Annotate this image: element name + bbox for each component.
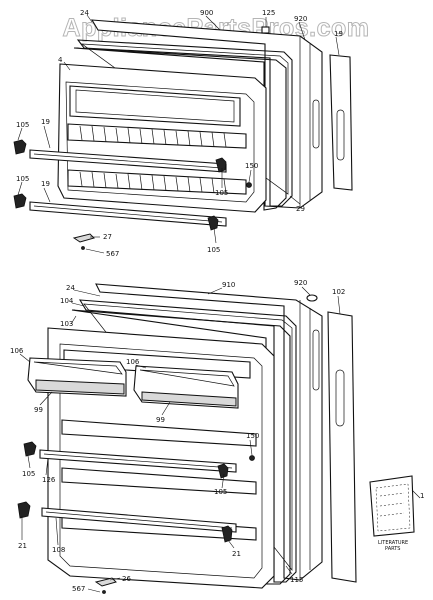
fresh-food-callout-labels: 910 920 102 24 104 103 106 106 99 99 105… <box>10 279 424 593</box>
bar-end-cap-105-a <box>13 139 27 155</box>
callout-104: 104 <box>60 297 74 305</box>
dairy-bin-left <box>27 357 127 397</box>
outer-door-panel-910 <box>95 283 323 581</box>
screw-567 <box>81 246 85 250</box>
bar-end-cap-105-d <box>207 215 219 231</box>
shelf-grid-lower <box>67 169 247 195</box>
handle-recess <box>312 99 320 149</box>
bar-end-cap-21-b <box>221 525 233 543</box>
callout-105-c: 105 <box>215 189 228 197</box>
callout-108: 108 <box>52 546 65 554</box>
callout-106-b: 106 <box>126 358 140 366</box>
callout-126: 126 <box>42 476 56 484</box>
bar-end-cap-21-a <box>17 501 31 519</box>
callout-105-b: 105 <box>16 175 29 183</box>
callout-26: 26 <box>122 575 131 583</box>
callout-150-lower: 150 <box>246 432 259 440</box>
freezer-door-assembly <box>13 19 353 250</box>
callout-19-top: 19 <box>334 30 343 38</box>
dairy-bin-right <box>133 365 239 409</box>
callout-29: 29 <box>296 205 305 213</box>
plug-125 <box>261 26 270 34</box>
callout-21-b: 21 <box>232 550 241 558</box>
gasket-frame-lower <box>78 299 297 583</box>
literature-label-1: LITERATURE <box>378 540 408 546</box>
bar-end-cap-105-lower-b <box>217 463 229 479</box>
callout-105-lower-b: 105 <box>214 488 227 496</box>
screw-150 <box>246 182 252 188</box>
bar-end-cap-105-b <box>13 193 27 209</box>
callout-24-lower: 24 <box>66 284 75 292</box>
callout-567-lower: 567 <box>72 585 85 593</box>
screw-567-lower <box>102 590 106 594</box>
callout-920-lower: 920 <box>294 279 307 287</box>
shelf-grid-upper <box>67 123 247 149</box>
handle-19-separate <box>329 54 353 191</box>
fresh-food-callout-leaders <box>19 286 421 593</box>
screw-150-lower <box>249 455 255 461</box>
callout-567: 567 <box>106 250 119 258</box>
callout-19-a: 19 <box>41 118 50 126</box>
callout-27: 27 <box>103 233 112 241</box>
callout-99-b: 99 <box>156 416 165 424</box>
literature-label-2: PARTS <box>385 546 400 552</box>
callout-105-a: 105 <box>16 121 29 129</box>
plug-920-lower <box>306 294 318 302</box>
callout-102: 102 <box>332 288 345 296</box>
callout-125: 125 <box>262 9 275 17</box>
freezer-callout-leaders <box>17 14 340 254</box>
liner-shelf-1 <box>61 419 257 447</box>
bar-end-cap-105-c <box>215 157 227 173</box>
handle-recess-lower <box>312 329 320 391</box>
watermark: AppliancePartsPros.com <box>63 14 370 42</box>
handle-102 <box>327 311 357 583</box>
callout-19-b: 19 <box>41 180 50 188</box>
freezer-callout-labels: 24 900 125 920 19 4 105 19 105 19 150 10… <box>16 9 343 258</box>
inner-door-liner-4 <box>57 63 267 213</box>
literature-booklet <box>369 475 415 537</box>
callout-24: 24 <box>80 9 89 17</box>
callout-106-a: 106 <box>10 347 24 355</box>
callout-150: 150 <box>245 162 258 170</box>
callout-99-a: 99 <box>34 406 43 414</box>
callout-4: 4 <box>58 56 63 64</box>
literature-packet <box>369 475 415 537</box>
callout-105-lower-a: 105 <box>22 470 35 478</box>
door-gasket-frame <box>76 39 293 207</box>
bin-cover-99-left <box>35 379 125 395</box>
callout-900: 900 <box>200 9 213 17</box>
callout-21-a: 21 <box>18 542 27 550</box>
callout-115: 115 <box>290 576 303 584</box>
callout-1: 1 <box>420 492 424 500</box>
callout-103: 103 <box>60 320 73 328</box>
bin-cover-99-right <box>141 391 237 407</box>
clip-27 <box>72 233 95 243</box>
fresh-food-door-assembly <box>17 283 415 594</box>
callout-920: 920 <box>294 15 307 23</box>
liner-shelf-2 <box>61 467 257 495</box>
callout-910: 910 <box>222 281 235 289</box>
callout-105-d: 105 <box>207 246 220 254</box>
bar-end-cap-105-lower-a <box>23 441 37 457</box>
